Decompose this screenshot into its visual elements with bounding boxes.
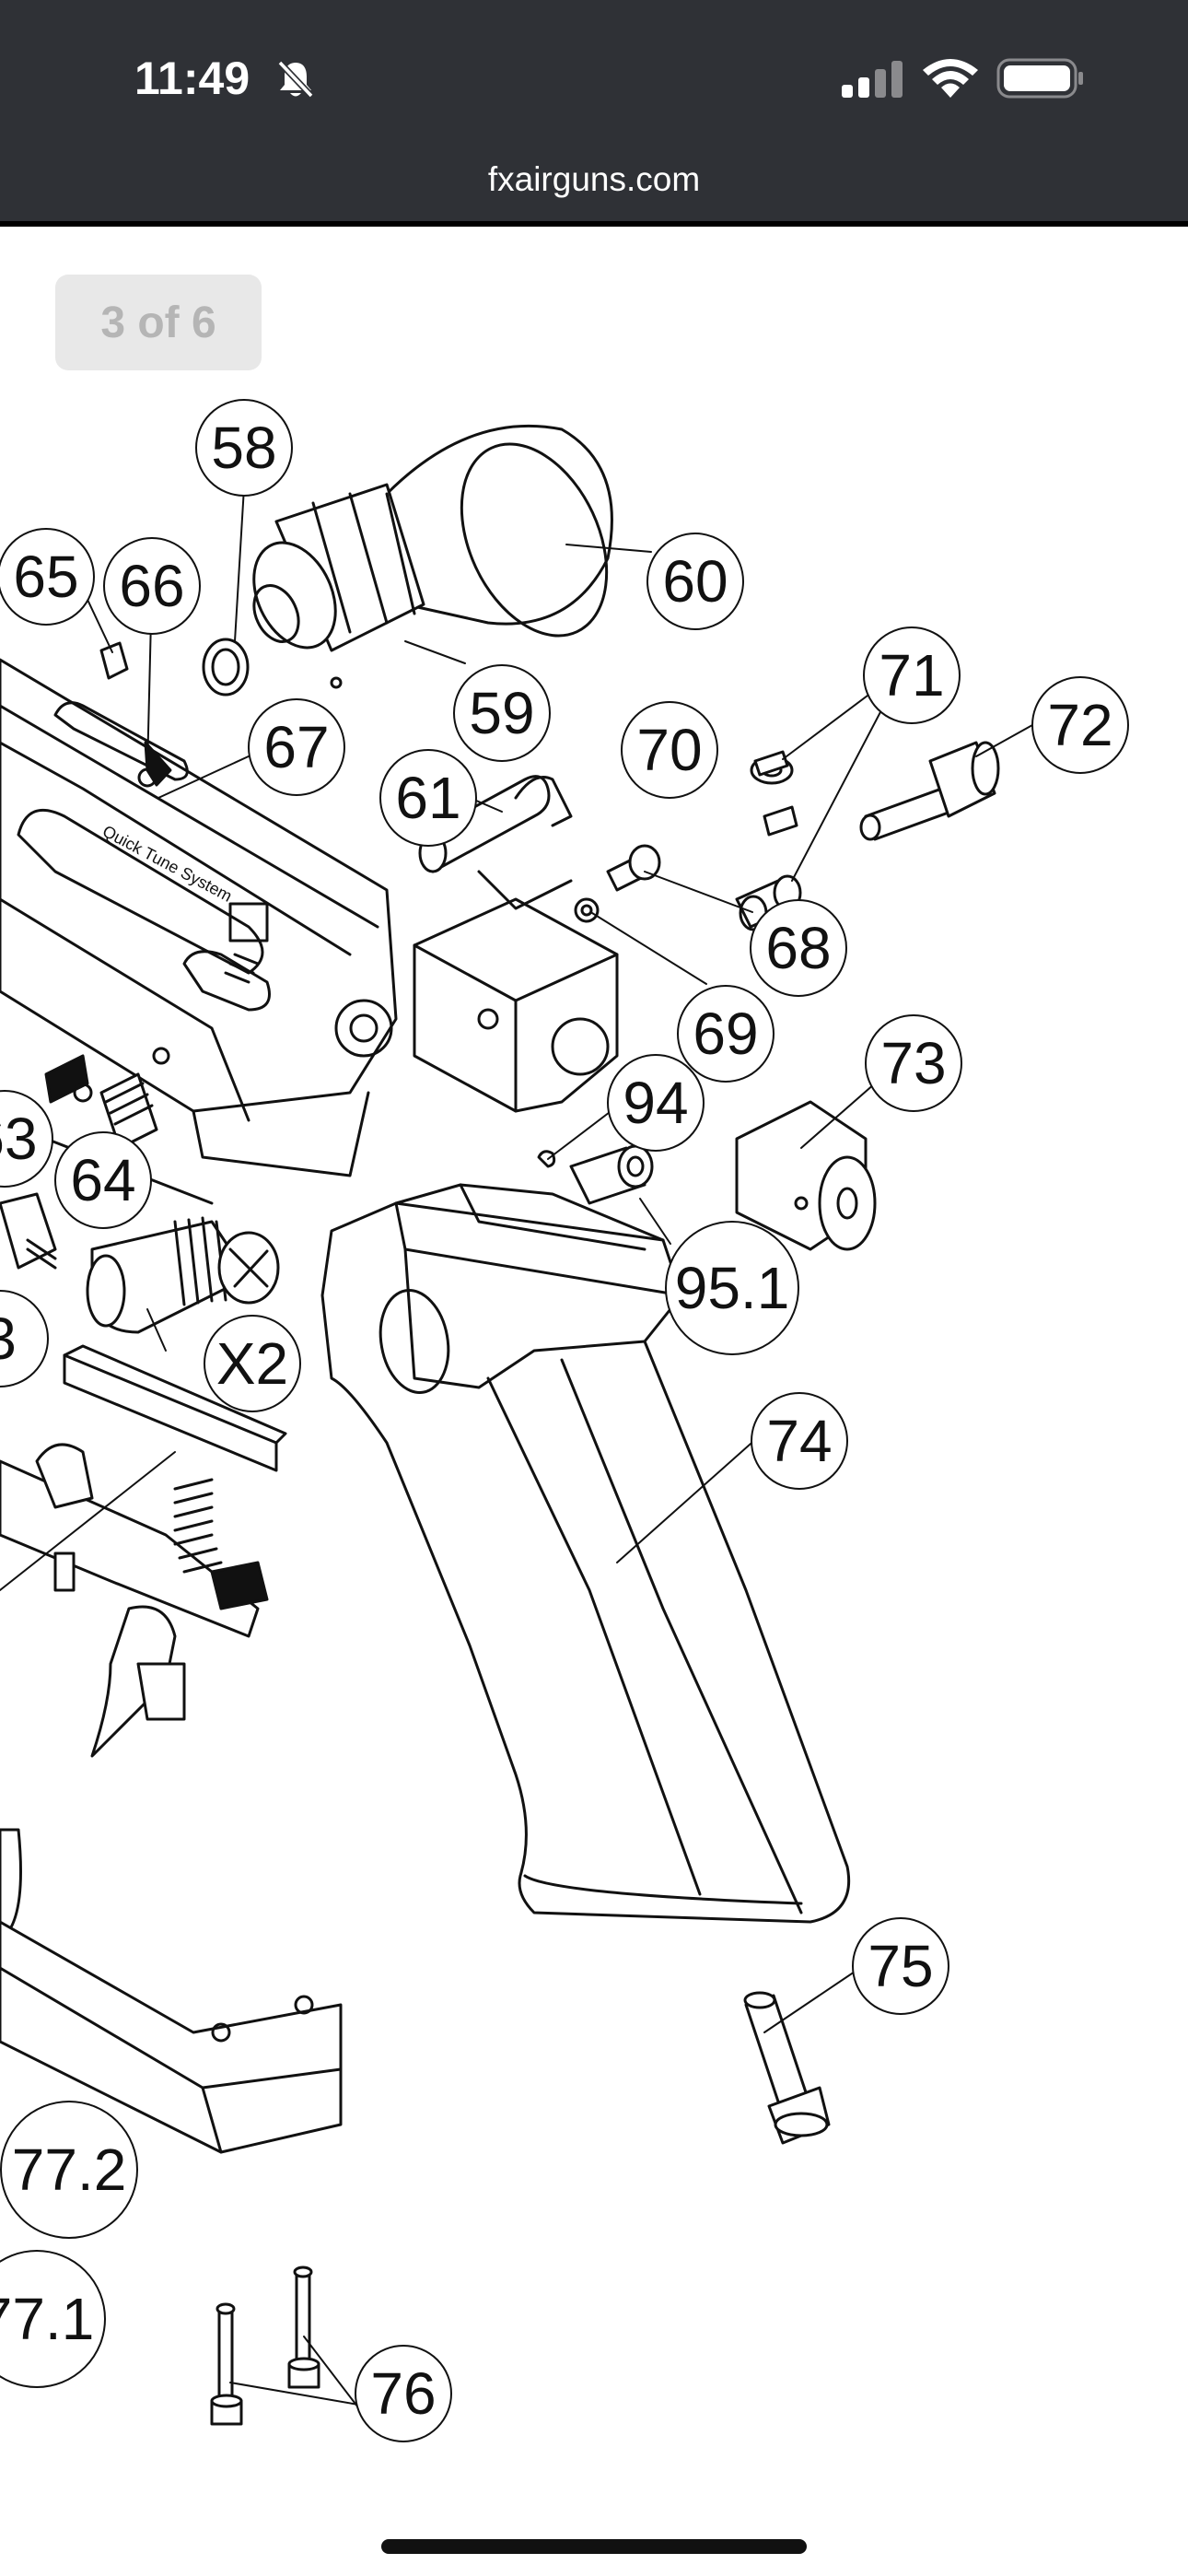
part-73-block [735, 1100, 877, 1251]
home-indicator[interactable] [381, 2539, 807, 2554]
bell-slash-icon [277, 60, 314, 99]
callout-95-1: 95.1 [675, 1255, 790, 1321]
receiver-body [0, 658, 398, 1205]
callout-76: 76 [370, 2360, 436, 2427]
callout-65: 65 [13, 544, 78, 610]
callout-60: 60 [662, 548, 728, 615]
callout-64: 64 [70, 1147, 135, 1213]
part-76-screws [210, 2266, 320, 2426]
callout-69: 69 [693, 1001, 758, 1067]
trigger-assembly [0, 1344, 287, 1758]
callout-circles [0, 399, 1129, 2442]
callout-77-2: 77.2 [12, 2137, 127, 2203]
parts-diagram: Quick Tune System [0, 227, 1188, 2576]
toolbar-divider [0, 221, 1188, 227]
mount-block [413, 870, 619, 1113]
callout-61: 61 [395, 765, 460, 831]
callout-77-1: 77.1 [0, 2286, 94, 2352]
wifi-icon [923, 59, 978, 98]
battery-icon [996, 58, 1083, 99]
status-bar: 11:49 fxairguns.com [0, 0, 1188, 221]
status-time: 11:49 [134, 53, 250, 104]
callout-63: 63 [0, 1106, 38, 1172]
part-74-grip [320, 1183, 851, 1924]
part-75-screw [743, 1991, 831, 2145]
cellular-signal-icon [842, 61, 903, 98]
callout-68: 68 [765, 915, 831, 981]
callout-72: 72 [1047, 692, 1112, 758]
callout-94: 94 [623, 1070, 688, 1136]
callout-73: 73 [880, 1030, 946, 1096]
part-x2-valve [86, 1216, 280, 1334]
callout-66: 66 [119, 553, 184, 619]
page-indicator: 3 of 6 [55, 275, 262, 370]
callout-67: 67 [263, 714, 329, 780]
part-58-seal [202, 638, 250, 697]
callout-74: 74 [766, 1408, 832, 1474]
callout-70: 70 [636, 717, 702, 783]
part-77-trigger-guard [0, 1828, 343, 2154]
callout-71: 71 [879, 642, 944, 708]
part-60-housing [252, 424, 613, 689]
part-72-bolt [859, 741, 1000, 841]
callout-59: 59 [469, 680, 534, 746]
address-bar-url[interactable]: fxairguns.com [487, 160, 701, 198]
callout-x2: X2 [216, 1330, 288, 1397]
callout-3: 3 [0, 1306, 17, 1372]
small-parts [0, 641, 802, 1270]
callout-58: 58 [211, 415, 276, 481]
callout-75: 75 [868, 1933, 933, 1999]
